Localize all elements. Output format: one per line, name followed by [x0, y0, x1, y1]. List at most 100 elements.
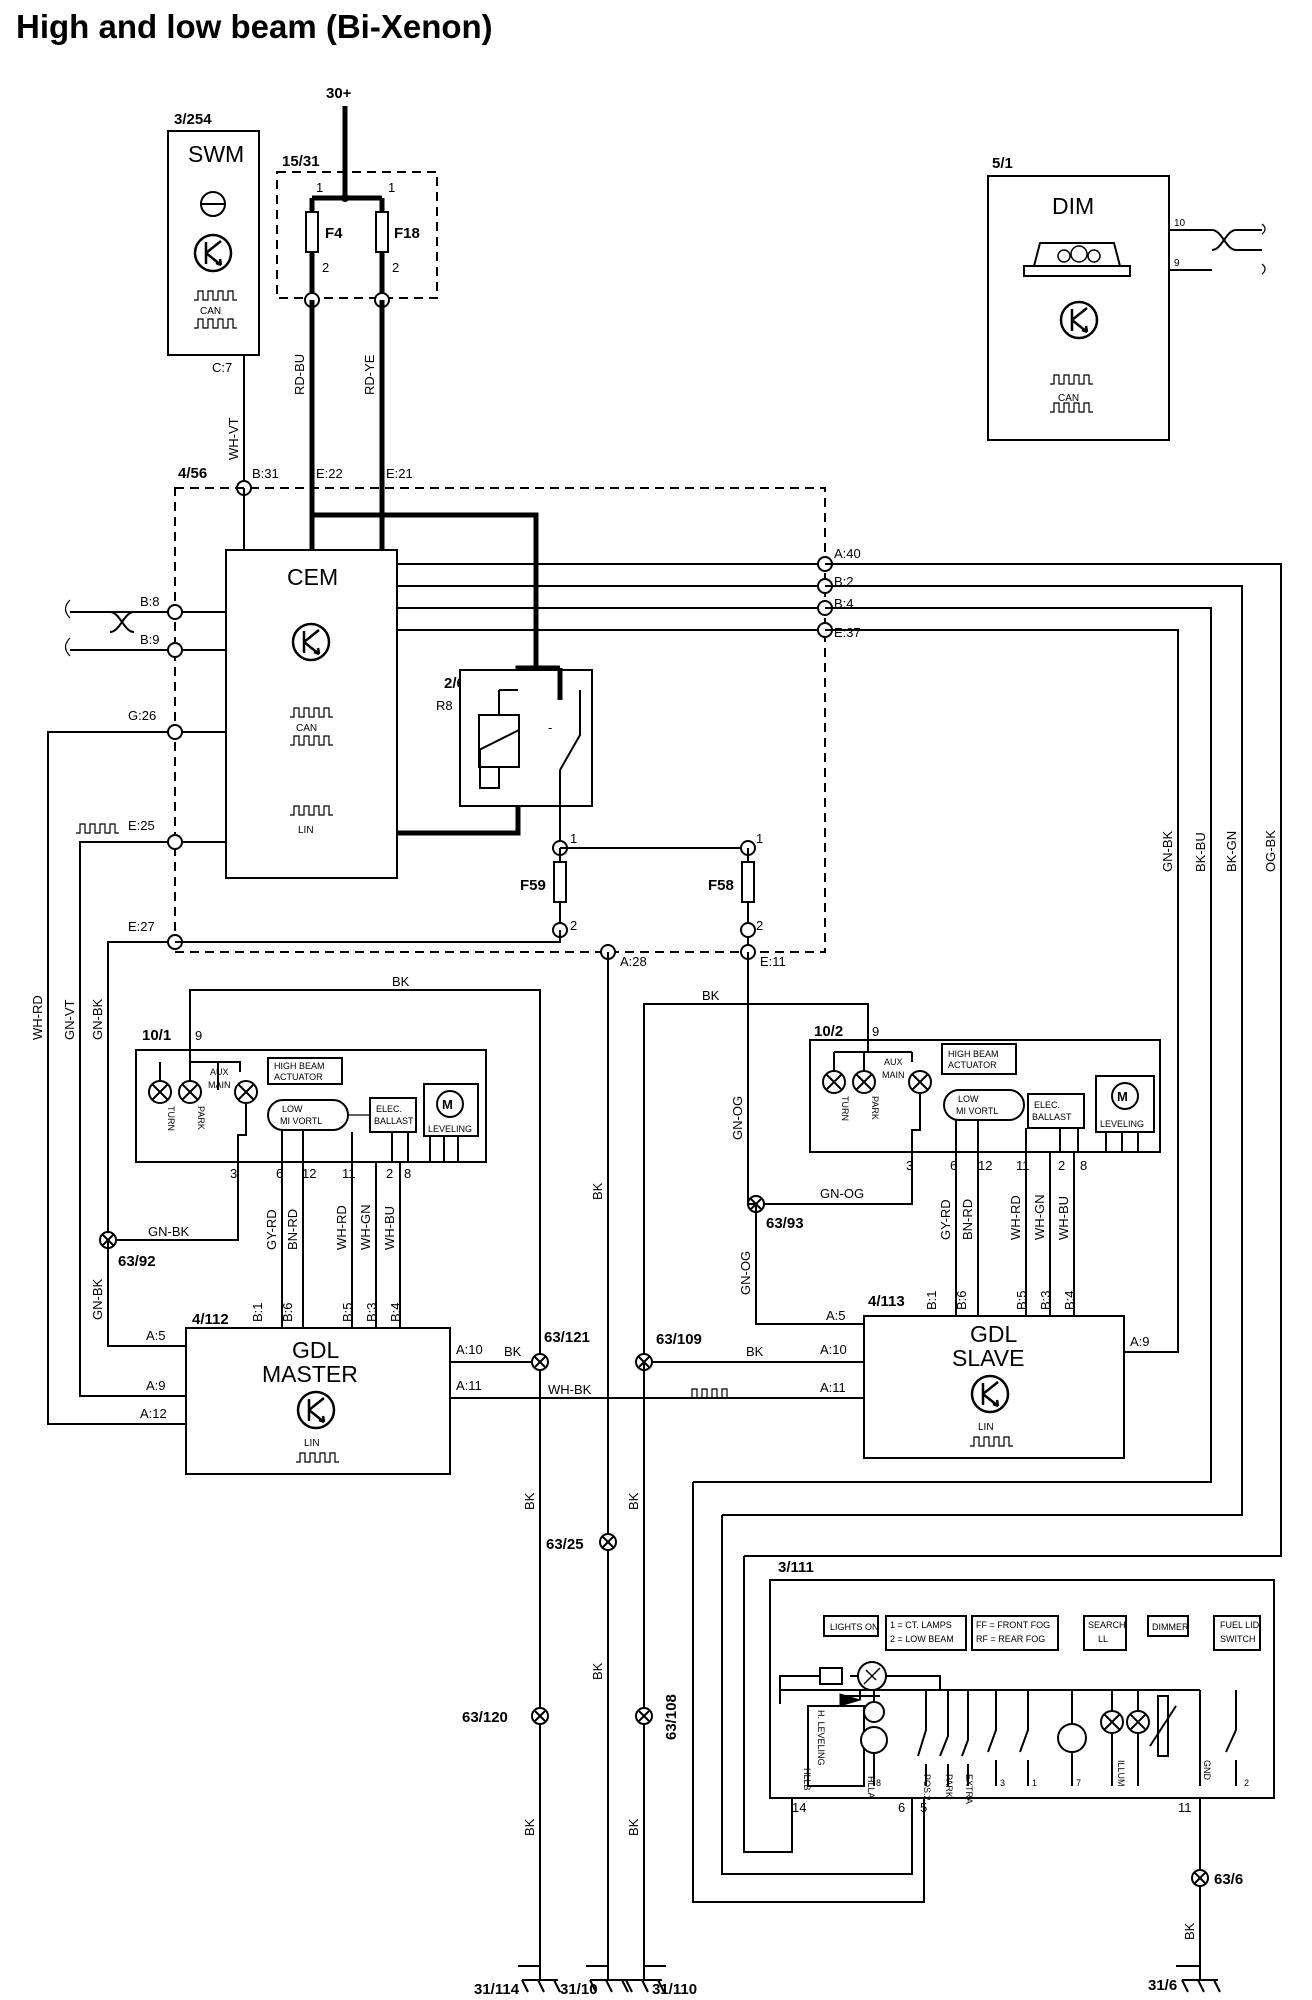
fusebox-outline [276, 171, 438, 299]
main-label-left: MAIN [208, 1080, 231, 1090]
lsm-int-pin2: 2 [1244, 1778, 1249, 1788]
swm-name: SWM [188, 141, 244, 167]
wire-wh-bk-label: WH-BK [548, 1382, 592, 1397]
turn-label-left: TURN [166, 1106, 176, 1131]
hl-right-pin8: 8 [1080, 1158, 1087, 1173]
fog-indicator [971, 1615, 1059, 1651]
wire-bk-right-label: BK [626, 1492, 641, 1510]
splice-63-121-mark [531, 1353, 549, 1371]
wire-wh-rd-label: WH-RD [30, 995, 45, 1040]
splice-63-6-mark [1191, 1869, 1209, 1887]
dim-id: 5/1 [992, 155, 1013, 172]
selector-indicator [885, 1615, 967, 1651]
gdl-slave-name2: SLAVE [952, 1345, 1024, 1371]
cem-name: CEM [287, 564, 338, 590]
fuse-f59-label: F59 [520, 877, 546, 894]
cem-pin-e37: E:37 [834, 625, 861, 640]
hl-right-pin6: 6 [950, 1158, 957, 1173]
wire-rd-ye-label: RD-YE [362, 354, 377, 395]
splice-63-93: 63/93 [766, 1215, 804, 1232]
hb-label-left: HIGH BEAM [274, 1061, 325, 1071]
splice-63-109: 63/109 [656, 1331, 702, 1348]
gdl-slave-ecu-icon [970, 1374, 1010, 1414]
hl-right-pin9: 9 [872, 1024, 879, 1039]
fuse-f58-label: F58 [708, 877, 734, 894]
gdl-m-pin-a10: A:10 [456, 1342, 483, 1357]
hlla-label: HLLA [866, 1776, 876, 1799]
instrument-cluster-icon [1023, 242, 1131, 277]
f58-pin2: 2 [756, 918, 763, 933]
hl-left-pin2: 2 [386, 1166, 393, 1181]
hl-right-pin3: 3 [906, 1158, 913, 1173]
splice-63-120: 63/120 [462, 1709, 508, 1726]
swm-pin-c7: C:7 [212, 360, 232, 375]
led-icon-2 [860, 1726, 888, 1754]
gdl-m-pin-a12: A:12 [140, 1406, 167, 1421]
low-label-right: LOW [958, 1094, 979, 1104]
turn-lamp-right-icon [822, 1070, 846, 1094]
mivortl-label-right: MI VORTL [956, 1106, 998, 1116]
gdl-s-pin-a5: A:5 [826, 1308, 846, 1323]
aux-main-lamp-right-icon [908, 1070, 932, 1094]
cem-pin-g26: G:26 [128, 708, 156, 723]
act-label-right: ACTUATOR [948, 1060, 997, 1070]
cem-lin-label: LIN [298, 825, 314, 836]
diagram-title: High and low beam (Bi-Xenon) [16, 8, 493, 45]
splice-63-6: 63/6 [1214, 1871, 1243, 1888]
dimmer-label: DIMMER [1152, 1622, 1189, 1632]
wire-gn-og-v2-label: GN-OG [738, 1251, 753, 1295]
dim-pin9: 9 [1174, 258, 1180, 269]
lsm-int-pin3: 3 [1000, 1778, 1005, 1788]
gdl-s-pin-b3: B:3 [1038, 1290, 1053, 1310]
fuse-f18 [375, 211, 389, 253]
led-icon-3 [1057, 1723, 1087, 1753]
switch-label: SWITCH [1220, 1634, 1256, 1644]
wire-bk-center2-label: BK [590, 1662, 605, 1680]
wire-wh-gn-right-label: WH-GN [1032, 1195, 1047, 1241]
turn-label-right: TURN [840, 1096, 850, 1121]
hllb-label: HLLB [802, 1768, 812, 1791]
park-lamp-icon [178, 1080, 202, 1104]
cem-pin-e21: E:21 [386, 466, 413, 481]
lsm-pin11: 11 [1178, 1800, 1192, 1815]
low-beam-lamp-right [943, 1089, 1025, 1121]
swm-ecu-icon [193, 233, 233, 273]
dim-pin10: 10 [1174, 218, 1186, 229]
swm-can-label: CAN [200, 306, 221, 317]
gdl-slave-name1: GDL [970, 1321, 1018, 1347]
turn-lamp-icon [148, 1080, 172, 1104]
gdl-m-pin-a11: A:11 [456, 1378, 482, 1393]
search-indicator [1083, 1615, 1127, 1651]
wire-bk-right2-label: BK [626, 1818, 641, 1836]
wire-gy-rd-right-label: GY-RD [938, 1199, 953, 1240]
svg-text:M: M [1117, 1089, 1128, 1104]
ballast-label-right: BALLAST [1032, 1112, 1072, 1122]
swm-id: 3/254 [174, 111, 212, 128]
wire-og-bk-label: OG-BK [1263, 830, 1278, 872]
splice-63-92: 63/92 [118, 1253, 156, 1270]
act-label-left: ACTUATOR [274, 1072, 323, 1082]
f4-pin2: 2 [322, 260, 329, 275]
gdl-slave-id: 4/113 [868, 1293, 905, 1310]
headlamp-right-id: 10/2 [814, 1023, 843, 1040]
gdl-m-pin-a5: A:5 [146, 1328, 166, 1343]
sel2-label: 2 = LOW BEAM [890, 1634, 954, 1644]
wire-rd-bu-label: RD-BU [292, 354, 307, 395]
wire-gn-og-v-label: GN-OG [730, 1096, 745, 1140]
hl-left-pin8: 8 [404, 1166, 411, 1181]
splice-63-108: 63/108 [663, 1694, 680, 1740]
f59-pin1: 1 [570, 831, 577, 846]
aux-main-lamp-icon [234, 1080, 258, 1104]
ballast-label-left: BALLAST [374, 1116, 414, 1126]
gdl-m-pin-b1: B:1 [250, 1302, 265, 1322]
elec-ballast-right [1027, 1093, 1085, 1129]
gdl-m-pin-b5: B:5 [340, 1302, 355, 1322]
wire-bn-rd-left-label: BN-RD [285, 1209, 300, 1250]
leveling-label-right: LEVELING [1100, 1119, 1144, 1129]
hl-left-pin11: 11 [342, 1166, 356, 1181]
wire-bk-top-left-label: BK [392, 974, 410, 989]
search-label: SEARCH [1088, 1620, 1126, 1630]
sel1-label: 1 = CT. LAMPS [890, 1620, 952, 1630]
high-beam-actuator-right [941, 1043, 1017, 1075]
